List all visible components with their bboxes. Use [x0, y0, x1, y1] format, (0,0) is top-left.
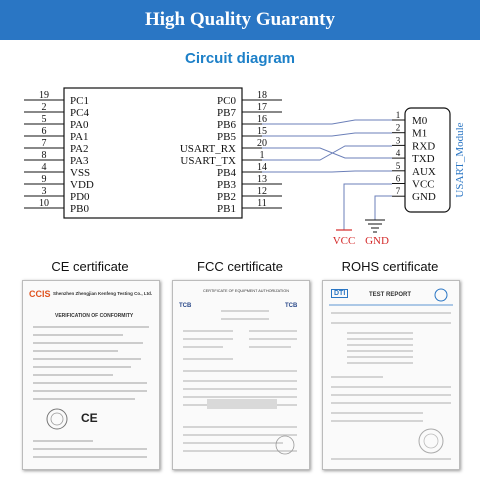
mcu-pin-number: 12 [257, 186, 267, 197]
wire-pb4-aux [262, 170, 392, 173]
rohs-certificate-image: DTI TEST REPORT [322, 280, 460, 470]
rohs-doc-heading: TEST REPORT [369, 292, 412, 298]
tcb-logo-right: TCB [285, 303, 298, 309]
fcc-certificate-title: FCC certificate [197, 259, 283, 274]
module-pin-label-rxd: RXD [412, 140, 435, 152]
rohs-certificate-title: ROHS certificate [341, 259, 439, 274]
mcu-pin-number: 13 [257, 174, 267, 185]
mcu-pin-label-pb6: PB6 [217, 119, 236, 131]
mcu-pin-label-pb1: PB1 [217, 203, 236, 215]
module-pin-label-aux: AUX [412, 166, 436, 178]
module-pin-label-m0: M0 [412, 115, 428, 127]
mcu-pin-number: 5 [42, 114, 47, 125]
mcu-chip [63, 87, 243, 219]
mcu-pin-label-pc1: PC1 [70, 95, 89, 107]
mcu-right-pins: 18 PC0 17 PB7 16 PB6 15 PB5 20 USART_RX 1 USART_TX 1… [180, 90, 282, 215]
module-pin-number: 6 [396, 174, 401, 184]
module-pin-number: 7 [396, 186, 401, 196]
mcu-pin-number: 11 [257, 198, 267, 209]
rohs-text-lines [329, 288, 453, 460]
fcc-text-lines [183, 310, 297, 455]
fcc-certificate-image: TCB TCB CERTIFICATE OF EQUIPMENT AUTHORI… [172, 280, 310, 470]
mcu-pin-number: 3 [42, 186, 47, 197]
wire-tx-rxd [262, 145, 392, 161]
mcu-pin-label-pb5: PB5 [217, 131, 236, 143]
ce-doc-heading: VERIFICATION OF CONFORMITY [55, 313, 134, 319]
mcu-pin-label-pa2: PA2 [70, 143, 89, 155]
mcu-pin-number: 6 [42, 126, 47, 137]
mcu-pin-number: 8 [42, 150, 47, 161]
mcu-pin-number: 17 [257, 102, 267, 113]
module-pin-number: 5 [396, 161, 401, 171]
ce-certificate-title: CE certificate [51, 259, 129, 274]
module-pin-label-vcc: VCC [412, 179, 435, 191]
mcu-pin-number: 15 [257, 126, 267, 137]
wire-pb6-m0 [262, 119, 392, 125]
mcu-pin-number: 7 [42, 138, 47, 149]
wire-vcc [343, 183, 392, 230]
mcu-pin-number: 4 [42, 162, 47, 173]
banner-title: High Quality Guaranty [0, 0, 480, 40]
mcu-pin-number: 19 [39, 90, 49, 101]
mcu-pin-number: 9 [42, 174, 47, 185]
mcu-pin-number: 18 [257, 90, 267, 101]
mcu-pin-label-pb0: PB0 [70, 203, 89, 215]
connection-wires [262, 119, 392, 230]
ce-text-lines [33, 326, 149, 458]
mcu-pin-label-pb4: PB4 [217, 167, 236, 179]
ce-certificate-image: CCIS Shenzhen Zhengjian Kenfeng Testing … [22, 280, 160, 470]
mcu-pin-label-pa0: PA0 [70, 119, 89, 131]
usart-module-label: USART_Module [454, 122, 466, 197]
mcu-pin-number: 14 [257, 162, 267, 173]
ce-mark-icon: CE [81, 411, 98, 425]
mcu-pin-label-pc0: PC0 [217, 95, 236, 107]
mcu-pin-label-pc4: PC4 [70, 107, 89, 119]
mcu-pin-number: 2 [42, 102, 47, 113]
dti-logo: DTI [331, 289, 349, 298]
module-pin-number: 2 [396, 123, 401, 133]
mcu-pin-label-pa3: PA3 [70, 155, 89, 167]
vcc-label: VCC [333, 235, 356, 247]
usart-module [404, 107, 451, 213]
mcu-pin-number: 10 [39, 198, 49, 209]
module-pin-label-gnd: GND [412, 191, 436, 203]
fcc-doc-heading: CERTIFICATE OF EQUIPMENT AUTHORIZATION [203, 289, 289, 293]
mcu-pin-label-pb7: PB7 [217, 107, 236, 119]
mcu-pin-label-pa1: PA1 [70, 131, 89, 143]
ccis-logo: CCIS [29, 289, 51, 299]
tcb-logo-left: TCB [179, 303, 192, 309]
gnd-symbol [365, 219, 385, 233]
module-pin-number: 4 [396, 148, 401, 158]
ce-company: Shenzhen Zhengjian Kenfeng Testing Co., … [53, 291, 153, 296]
mcu-pin-label-vss: VSS [70, 167, 90, 179]
wire-pb5-m1 [262, 132, 392, 137]
mcu-pin-number: 16 [257, 114, 267, 125]
gnd-label: GND [365, 235, 389, 247]
mcu-pin-label-pb2: PB2 [217, 191, 236, 203]
circuit-diagram-title: Circuit diagram [184, 50, 296, 67]
module-pin-label-txd: TXD [412, 153, 435, 165]
module-pin-number: 3 [396, 135, 401, 145]
mcu-pin-number: 20 [257, 138, 267, 149]
module-pin-label-m1: M1 [412, 128, 427, 140]
mcu-left-pins: 19 PC1 2 PC4 5 PA0 6 PA1 7 PA2 8 PA3 4 VSS 9 VDD 3 PD0 10 P… [24, 90, 94, 215]
module-pin-number: 1 [396, 110, 401, 120]
mcu-pin-label-usart_tx: USART_TX [180, 155, 236, 167]
mcu-pin-label-pd0: PD0 [70, 191, 90, 203]
mcu-pin-number: 1 [260, 150, 265, 161]
mcu-pin-label-pb3: PB3 [217, 179, 236, 191]
mcu-pin-label-usart_rx: USART_RX [180, 143, 236, 155]
wire-gnd [374, 195, 392, 220]
mcu-pin-label-vdd: VDD [70, 179, 94, 191]
